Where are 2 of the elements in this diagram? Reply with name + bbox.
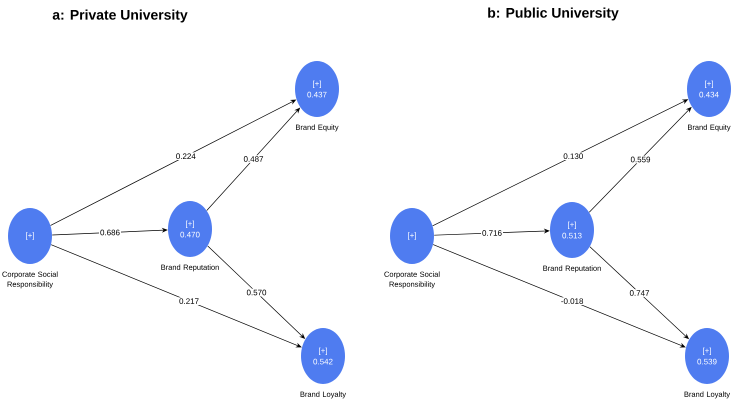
panel-title: a: Private University bbox=[52, 10, 188, 22]
panel-title: b: Public University bbox=[488, 8, 619, 20]
